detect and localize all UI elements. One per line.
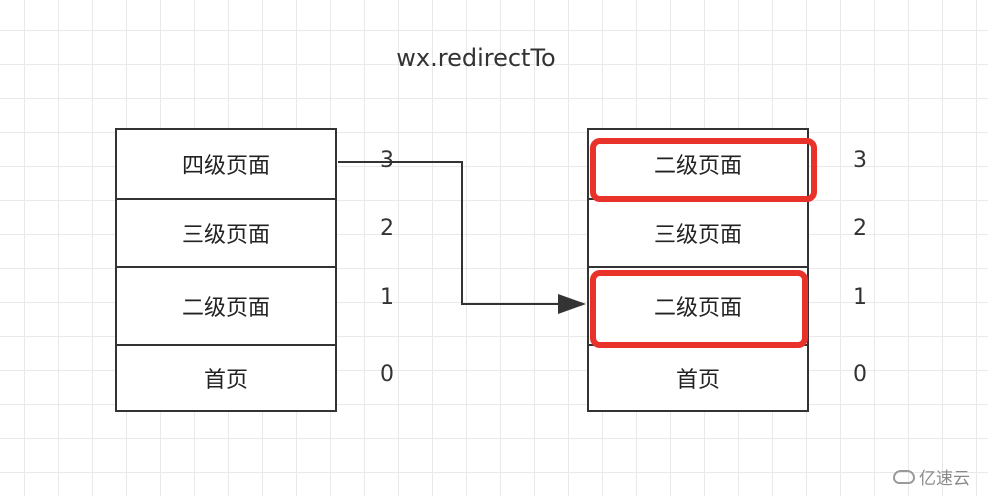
left-stack-cell-0: 四级页面 bbox=[181, 154, 270, 179]
left-stack-cell-2: 二级页面 bbox=[181, 296, 270, 321]
right-stack-cell-2: 二级页面 bbox=[653, 296, 742, 321]
left-stack-divider bbox=[117, 266, 335, 268]
watermark-text: 亿速云 bbox=[919, 469, 970, 489]
right-index-3: 3 bbox=[853, 148, 867, 173]
right-stack-cell-1: 三级页面 bbox=[653, 223, 742, 248]
left-stack-cell-1: 三级页面 bbox=[181, 223, 270, 248]
highlight-top-page bbox=[590, 138, 817, 202]
left-index-0: 0 bbox=[380, 362, 394, 387]
left-index-3: 3 bbox=[380, 148, 394, 173]
left-page-stack: 四级页面 三级页面 二级页面 首页 bbox=[115, 128, 337, 412]
right-index-1: 1 bbox=[853, 285, 867, 310]
right-stack-divider bbox=[589, 266, 807, 268]
right-stack-cell-3: 首页 bbox=[675, 368, 720, 393]
cloud-icon bbox=[893, 469, 915, 484]
diagram-title: wx.redirectTo bbox=[396, 44, 556, 72]
redirect-arrow-head bbox=[558, 294, 586, 314]
left-stack-divider bbox=[117, 344, 335, 346]
left-stack-cell-3: 首页 bbox=[203, 368, 248, 393]
left-stack-divider bbox=[117, 198, 335, 200]
redirect-arrow-line bbox=[338, 161, 560, 305]
left-index-1: 1 bbox=[380, 285, 394, 310]
highlight-redirected-page bbox=[590, 270, 808, 348]
left-index-2: 2 bbox=[380, 216, 394, 241]
right-index-2: 2 bbox=[853, 216, 867, 241]
right-index-0: 0 bbox=[853, 362, 867, 387]
watermark: 亿速云 bbox=[893, 464, 970, 489]
right-stack-cell-0: 二级页面 bbox=[653, 154, 742, 179]
